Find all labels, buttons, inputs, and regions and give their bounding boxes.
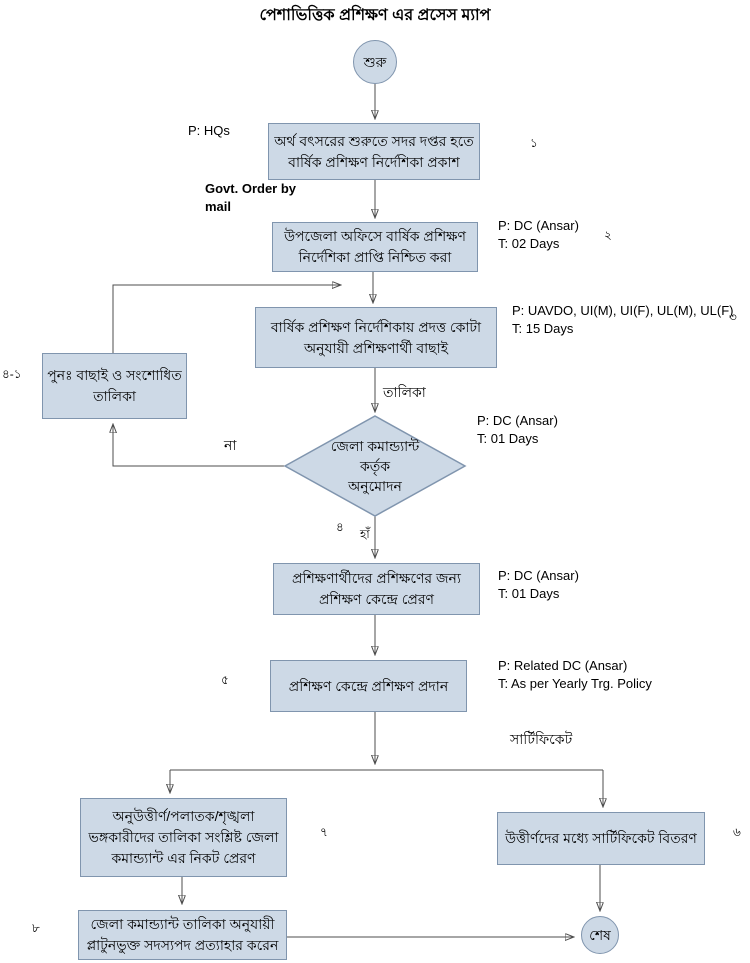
step-number-5: ৫ <box>221 673 229 687</box>
arrow-decision-no-to-rework <box>113 424 285 467</box>
step-number-8: ৮ <box>32 921 40 935</box>
edge-label-yes: হাঁ <box>360 527 370 541</box>
edge-label-no: না <box>224 437 237 453</box>
step8-withdraw-membership-box: জেলা কমান্ড্যান্ট তালিকা অনুযায়ী প্লাটু… <box>78 910 287 960</box>
arrow-rework-to-step3-line <box>112 285 341 353</box>
step1-publish-directive-box: অর্থ বৎসরের শুরুতে সদর দপ্তর হতে বার্ষিক… <box>268 123 480 180</box>
decision-approval-label: জেলা কমান্ড্যান্ট কর্তৃক অনুমোদন <box>330 437 420 495</box>
step5-provide-training-box: প্রশিক্ষণ কেন্দ্রে প্রশিক্ষণ প্রদান <box>270 660 467 712</box>
decision-diamond-shape <box>283 415 467 517</box>
step-number-4: ৪ <box>336 520 344 534</box>
annotation-govt-order-by-mail: Govt. Order by mail <box>205 181 297 214</box>
step-number-7: ৭ <box>320 825 328 839</box>
annotation-pt-decision: P: DC (Ansar) T: 01 Days <box>477 413 558 446</box>
step-number-1: ১ <box>530 136 538 150</box>
end-terminator: শেষ <box>581 916 619 954</box>
step7-failed-list-box: অনুউত্তীর্ণ/পলাতক/শৃঙ্খলা ভঙ্গকারীদের তা… <box>80 798 287 877</box>
step-number-3: ৩ <box>729 310 737 324</box>
step4-send-to-center-box: প্রশিক্ষণার্থীদের প্রশিক্ষণের জন্য প্রশি… <box>273 563 480 615</box>
edge-label-certificate: সার্টিফিকেট <box>510 731 573 747</box>
start-terminator: শুরু <box>353 40 397 84</box>
step3-select-trainees-box: বার্ষিক প্রশিক্ষণ নির্দেশিকায় প্রদত্ত ক… <box>255 307 497 368</box>
step-number-6: ৬ <box>733 825 741 839</box>
step-number-4-1: ৪-১ <box>2 367 22 381</box>
step6-distribute-certificates-box: উত্তীর্ণদের মধ্যে সার্টিফিকেট বিতরণ <box>497 812 705 865</box>
annotation-pt-step2: P: DC (Ansar) T: 02 Days <box>498 218 579 251</box>
page-title: পেশাভিত্তিক প্রশিক্ষণ এর প্রসেস ম্যাপ <box>259 7 491 24</box>
annotation-pt-step5: P: Related DC (Ansar) T: As per Yearly T… <box>498 658 652 691</box>
annotation-pt-step3: P: UAVDO, UI(M), UI(F), UL(M), UL(F) T: … <box>512 303 734 336</box>
rework-revised-list-box: পুনঃ বাছাই ও সংশোধিত তালিকা <box>42 353 187 419</box>
annotation-p-hqs: P: HQs <box>188 123 230 138</box>
step2-confirm-receipt-box: উপজেলা অফিসে বার্ষিক প্রশিক্ষণ নির্দেশিক… <box>272 222 478 272</box>
annotation-pt-step4: P: DC (Ansar) T: 01 Days <box>498 568 579 601</box>
step-number-2: ২ <box>604 228 612 242</box>
edge-label-talika: তালিকা <box>383 384 426 400</box>
